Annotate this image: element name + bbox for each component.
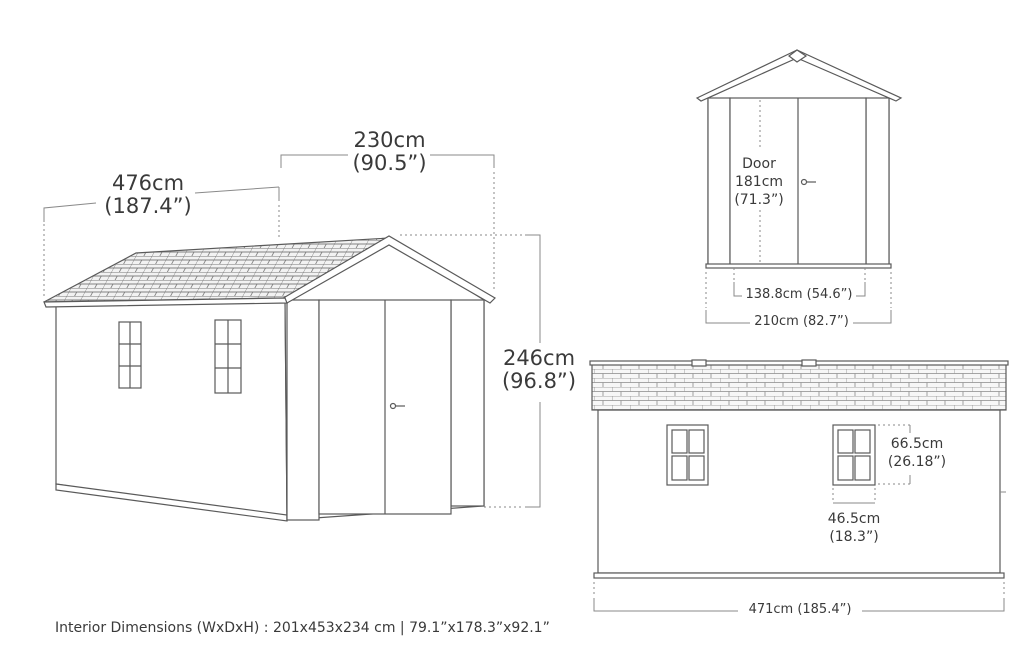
roof-eave <box>43 297 288 308</box>
width-metric: 230cm <box>353 128 426 152</box>
perspective-view <box>43 235 496 522</box>
front-view-dimension-lines <box>705 100 892 324</box>
side-base <box>55 483 288 522</box>
interior-dimensions-text: Interior Dimensions (WxDxH) : 201x453x23… <box>55 620 550 636</box>
depth-imperial: (187.4”) <box>104 194 192 219</box>
width-imperial: (90.5”) <box>352 151 427 176</box>
front-left-column <box>286 299 320 521</box>
side-view-roof <box>591 363 1007 411</box>
front-total-width-label: 210cm (82.7”) <box>754 314 849 329</box>
window-width-metric: 46.5cm <box>827 511 881 527</box>
door-title: Door <box>742 156 776 172</box>
side-view-dimension-lines <box>593 424 1006 612</box>
door-height-label: Door 181cm (71.3”) <box>726 155 792 210</box>
door-metric: 181cm <box>734 174 784 191</box>
side-view-windows <box>666 424 876 486</box>
window-height-label: 66.5cm (26.18”) <box>886 435 948 471</box>
side-view <box>589 359 1009 579</box>
side-wall <box>55 297 288 521</box>
height-dimension-label: 246cm (96.8”) <box>497 346 581 394</box>
side-total-length-label: 471cm (185.4”) <box>748 602 852 617</box>
side-view-wall <box>597 409 1001 574</box>
depth-dimension-label: 476cm (187.4”) <box>100 171 196 219</box>
window-width-label: 46.5cm (18.3”) <box>822 510 886 546</box>
height-imperial: (96.8”) <box>501 369 577 394</box>
front-view-right-column <box>865 97 890 266</box>
front-right-column <box>450 299 485 507</box>
window-height-imperial: (26.18”) <box>887 454 947 471</box>
side-windows <box>118 319 242 394</box>
depth-metric: 476cm <box>111 171 185 195</box>
window-width-imperial: (18.3”) <box>829 529 879 546</box>
height-metric: 246cm <box>502 346 576 370</box>
window-height-metric: 66.5cm <box>890 436 944 452</box>
door-handle <box>389 402 397 410</box>
perspective-dimension-lines <box>43 154 541 508</box>
door-imperial: (71.3”) <box>734 192 784 209</box>
width-dimension-label: 230cm (90.5”) <box>342 128 437 176</box>
front-view <box>695 49 903 269</box>
door-width-label: 138.8cm (54.6”) <box>745 287 853 302</box>
